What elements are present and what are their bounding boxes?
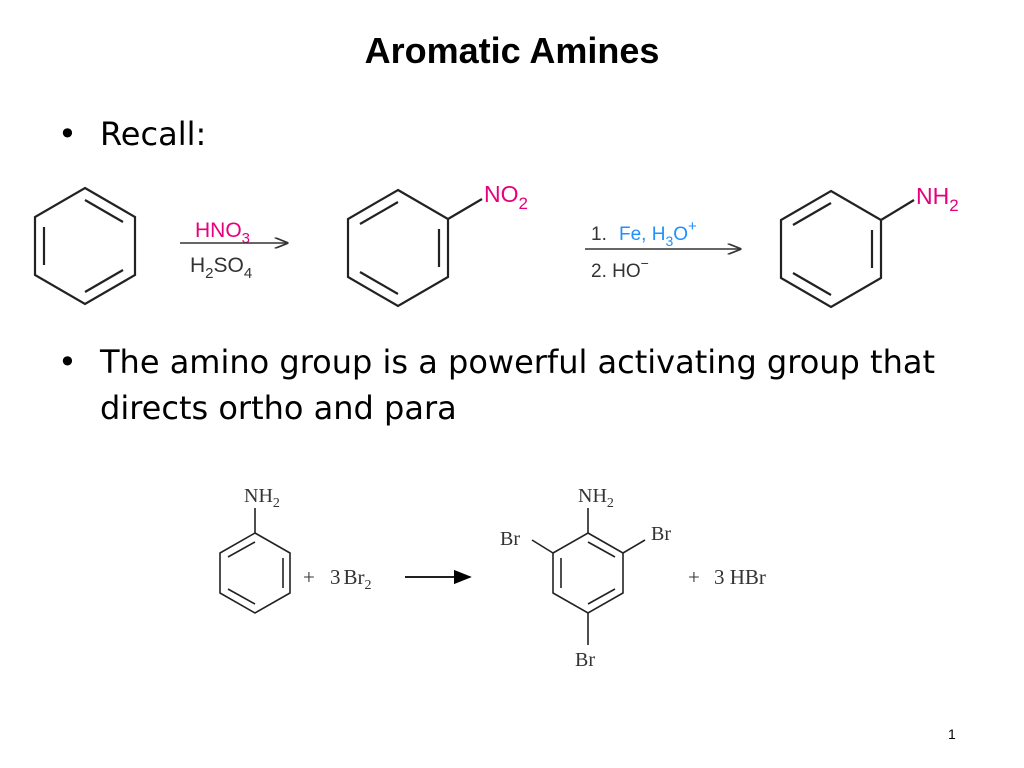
para-bromine: Br <box>575 649 595 671</box>
nitration-reagents: HNO3 H2SO4 <box>180 219 287 282</box>
bullet-text: The amino group is a powerful activating… <box>100 343 936 427</box>
step-two-label: 2. HO− <box>591 255 649 282</box>
nitro-group-label: NO2 <box>484 181 528 213</box>
plus-sign: + <box>303 565 315 589</box>
tribromoaniline-ring <box>531 508 646 645</box>
amino-group-label: NH2 <box>916 183 959 215</box>
page-number: 1 <box>948 726 956 742</box>
bullet-dot: • <box>58 343 77 381</box>
product-nh2-label: NH2 <box>578 485 614 511</box>
reagent-hno3: HNO3 <box>195 219 250 247</box>
reactant-nh2-label: NH2 <box>244 485 280 511</box>
ortho-bromine-right: Br <box>651 523 671 545</box>
bullet-dot: • <box>58 115 77 153</box>
nitrobenzene-ring <box>346 188 483 308</box>
reagent-fe-h3o: Fe, H3O+ <box>619 218 697 249</box>
page-title: Aromatic Amines <box>364 30 660 71</box>
reagent-h2so4: H2SO4 <box>190 254 252 282</box>
ortho-bromine-left: Br <box>500 528 520 550</box>
benzene-ring <box>33 186 137 306</box>
step-one-label: 1. <box>591 224 607 245</box>
bullet-text: Recall: <box>100 115 207 153</box>
aniline-ring <box>779 189 915 309</box>
hbr-byproduct: 3 HBr <box>714 565 766 589</box>
reduction-reagents: 1. Fe, H3O+ 2. HO− <box>585 218 740 282</box>
aniline-reactant-ring <box>219 508 291 614</box>
plus-sign: + <box>688 565 700 589</box>
